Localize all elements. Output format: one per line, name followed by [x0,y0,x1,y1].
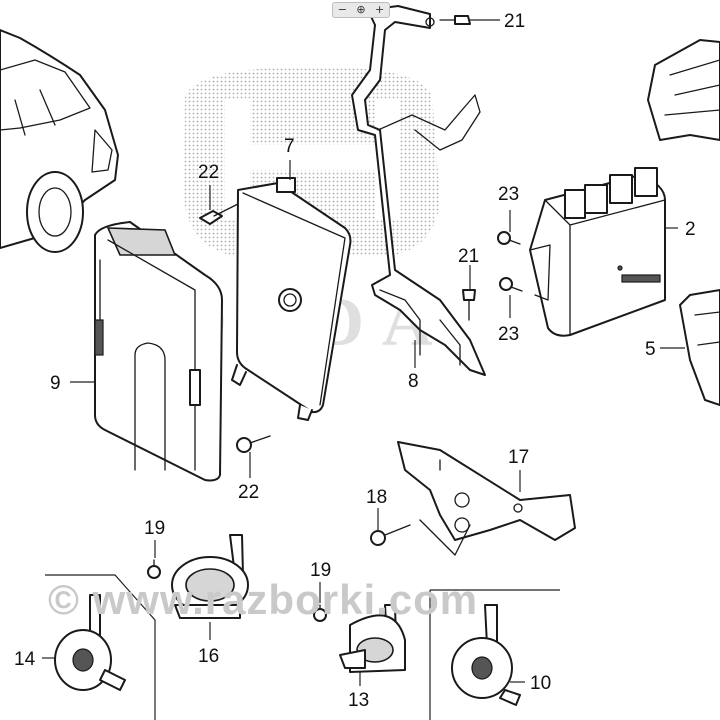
callout-23-lower: 23 [498,324,519,345]
cover-part-5 [679,289,720,406]
top-right-assembly [647,39,720,141]
callout-7: 7 [284,136,295,157]
callout-22-bottom: 22 [238,482,259,503]
callout-21-mid: 21 [458,246,479,267]
zoom-in-button[interactable]: + [375,3,385,16]
bolt-19-mid [313,604,327,622]
horn-bracket-part-17 [397,441,576,556]
ecu-cover-part [94,221,223,482]
callout-16: 16 [198,646,219,667]
watermark-text: © www.razborki.com [48,576,478,623]
callout-labels: 21 7 22 23 2 21 23 5 9 8 22 17 18 19 19 … [14,11,696,711]
callout-5: 5 [645,339,656,360]
callout-8: 8 [408,371,419,392]
ecu-module-part [231,177,352,421]
zoom-toolbar: − ⊕ + [332,2,390,18]
callout-18: 18 [366,487,387,508]
callout-9: 9 [50,373,61,394]
horn-part-10 [451,604,521,706]
callout-13: 13 [348,690,369,711]
bolt-19-left [147,559,161,579]
callout-21-top: 21 [504,11,525,32]
horn-part-14 [54,594,126,691]
control-unit-part [529,167,666,337]
callout-19-mid: 19 [310,560,331,581]
connector-group [564,167,658,219]
callout-14: 14 [14,649,36,670]
callout-19-left: 19 [144,518,165,539]
bolt-23-upper [497,231,521,245]
callout-23-upper: 23 [498,184,519,205]
bolt-18 [370,524,411,546]
callout-17: 17 [508,447,529,468]
bolt-21-mid [462,289,476,321]
bolt-21-top [439,15,471,25]
zoom-out-button[interactable]: − [337,3,347,16]
magnifier-icon[interactable]: ⊕ [356,3,366,16]
callout-10: 10 [530,673,551,694]
car-illustration [0,29,119,253]
horn-part-13 [339,604,406,673]
bolt-22-bottom [236,435,271,453]
callout-22-top: 22 [198,162,219,183]
bolt-22-top [199,203,239,225]
leader-lines [42,19,685,686]
ecu-bracket-part [351,5,486,376]
callout-2: 2 [685,219,696,240]
horn-part-16 [171,534,249,619]
section-divider-lines [45,574,560,720]
bolt-23-lower [499,277,523,292]
